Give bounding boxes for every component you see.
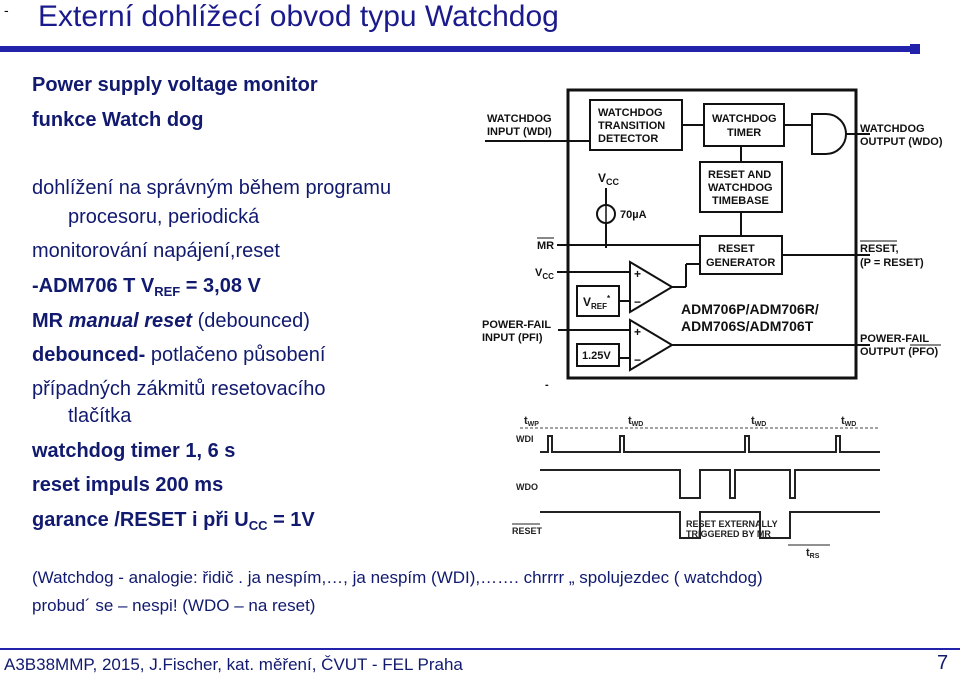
line-monitoring: monitorování napájení,reset xyxy=(32,240,280,262)
rg-2: GENERATOR xyxy=(706,257,775,269)
part-number-2: ADM706S/ADM706T xyxy=(681,318,814,334)
transition-detector-block xyxy=(589,99,683,151)
chip-outline xyxy=(566,88,858,380)
tb-1: RESET AND xyxy=(708,169,771,181)
tb-2: WATCHDOG xyxy=(708,182,773,194)
label-trs: tRS xyxy=(806,547,820,560)
label-vcc: VCC xyxy=(598,171,620,187)
det-1: WATCHDOG xyxy=(598,107,663,119)
label-wdo: WDO xyxy=(516,482,538,492)
label-twd-3: tWD xyxy=(841,415,856,428)
label-wdi-input-1: WATCHDOG xyxy=(487,113,552,125)
line-reset-impulse: reset impuls 200 ms xyxy=(32,474,224,496)
wdo-waveform xyxy=(540,469,880,499)
label-vref: VREF* xyxy=(583,294,611,311)
line-processor: procesoru, periodická xyxy=(68,206,260,228)
and-gate xyxy=(811,113,847,155)
title-rule xyxy=(0,46,910,52)
reset-waveform xyxy=(540,511,880,539)
line-manual-reset: MR manual reset (debounced) xyxy=(32,310,310,332)
wdi-waveform xyxy=(540,435,880,453)
label-reset-timing: RESET xyxy=(512,526,543,536)
label-twd-1: tWD xyxy=(628,415,643,428)
page-title: Externí dohlížecí obvod typu Watchdog xyxy=(38,0,559,33)
line-button: tlačítka xyxy=(68,405,132,427)
line-watchdog-timer: watchdog timer 1, 6 s xyxy=(32,440,236,462)
timer-2: TIMER xyxy=(727,127,761,139)
watchdog-timer-block xyxy=(703,103,785,147)
heading-watchdog: funkce Watch dog xyxy=(32,109,204,131)
label-wdo-2: OUTPUT (WDO) xyxy=(860,136,943,148)
label-pfo-2: OUTPUT (PFO) xyxy=(860,346,939,358)
reset-generator-block xyxy=(699,235,783,275)
svg-text:+: + xyxy=(634,325,641,339)
line-bounces: případných zákmitů resetovacího xyxy=(32,378,326,400)
svg-text:−: − xyxy=(634,295,641,309)
title-rule-cap xyxy=(910,44,920,54)
part-number-1: ADM706P/ADM706R/ xyxy=(681,301,819,317)
label-pfi-2: INPUT (PFI) xyxy=(482,332,543,344)
label-reset-out-1: RESET, xyxy=(860,243,899,255)
label-ext-1: RESET EXTERNALLY xyxy=(686,519,778,529)
heading-power-supply: Power supply voltage monitor xyxy=(32,74,318,96)
det-2: TRANSITION xyxy=(598,120,665,132)
label-mr: MR xyxy=(537,240,554,252)
label-wdi: WDI xyxy=(516,434,534,444)
footer-text: A3B38MMP, 2015, J.Fischer, kat. měření, … xyxy=(4,655,463,674)
line-guarantee: garance /RESET i při UCC = 1V xyxy=(32,509,315,533)
rg-1: RESET xyxy=(718,243,755,255)
dash-mark: - xyxy=(545,379,549,391)
comparator-upper xyxy=(629,260,674,314)
comparator-lower xyxy=(629,318,674,372)
svg-text:−: − xyxy=(634,353,641,367)
corner-mark: - xyxy=(4,2,9,18)
label-pfo-1: POWER-FAIL xyxy=(860,333,929,345)
ref-125-box xyxy=(576,343,620,367)
label-pfi-1: POWER-FAIL xyxy=(482,319,551,331)
tb-3: TIMEBASE xyxy=(712,195,769,207)
footer-rule xyxy=(0,648,960,650)
label-wdo-1: WATCHDOG xyxy=(860,123,925,135)
det-3: DETECTOR xyxy=(598,133,658,145)
label-125v: 1.25V xyxy=(582,350,611,362)
label-wdi-input-2: INPUT (WDI) xyxy=(487,126,552,138)
label-reset-out-2: (P = RESET) xyxy=(860,257,924,269)
line-supervision: dohlížení na správným během programu xyxy=(32,177,392,199)
line-debounced: debounced- potlačeno působení xyxy=(32,344,326,366)
label-twd-2: tWD xyxy=(751,415,766,428)
note-line-2: probud´ se – nespi! (WDO – na reset) xyxy=(32,596,316,615)
page-number: 7 xyxy=(937,652,949,674)
line-vref: -ADM706 T VREF = 3,08 V xyxy=(32,275,261,299)
timer-1: WATCHDOG xyxy=(712,113,777,125)
label-ext-2: TRIGGERED BY MR xyxy=(686,529,771,539)
timebase-block xyxy=(699,161,783,213)
note-line-1: (Watchdog - analogie: řidič . ja nespím,… xyxy=(32,568,763,587)
svg-text:+: + xyxy=(634,267,641,281)
label-twp: tWP xyxy=(524,415,539,428)
label-current: 70µA xyxy=(620,209,647,221)
adm706-diagram: WATCHDOG INPUT (WDI) WATCHDOG TRANSITION… xyxy=(482,88,943,560)
label-vcc-pin: VCC xyxy=(535,267,554,281)
